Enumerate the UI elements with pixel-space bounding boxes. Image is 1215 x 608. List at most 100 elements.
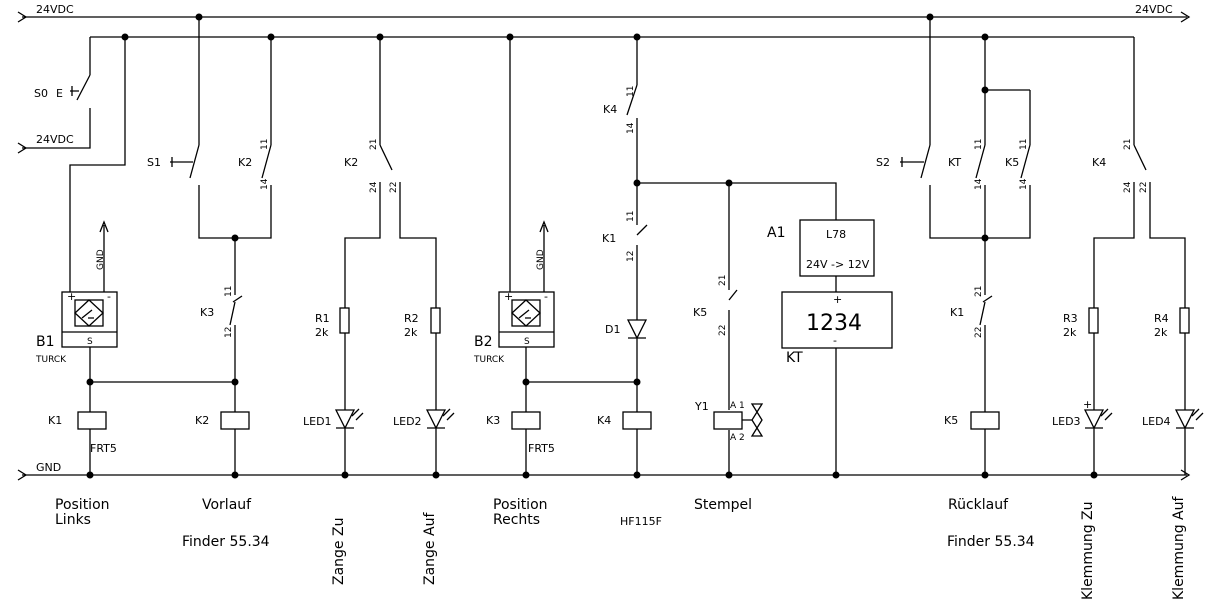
caption-stempel: Stempel: [694, 497, 752, 513]
label-k5-contact: K5: [693, 306, 707, 319]
relay-coil-k5: [970, 411, 1000, 430]
wire-b1-supply: [69, 37, 126, 292]
label-k4-changeover: K4: [1092, 156, 1106, 169]
label-k5-self-hold: K5: [1005, 156, 1019, 169]
pin-y1-a1: A 1: [730, 401, 745, 411]
ground-label: GND: [36, 461, 61, 474]
label-b2-turck: TURCK: [473, 355, 505, 365]
pin-k5-21: 21: [718, 275, 728, 286]
caption-ruecklauf: Rücklauf: [948, 497, 1009, 513]
kt-minus: -: [833, 334, 837, 347]
rail-label-left: 24VDC: [36, 3, 74, 16]
led2-symbol: [425, 333, 447, 475]
pin-k1-12: 12: [626, 251, 636, 262]
value-r2: 2k: [404, 326, 418, 339]
led1-rays: [351, 408, 364, 421]
caption-zange-zu: Zange Zu: [331, 518, 347, 585]
label-r3: R3: [1063, 312, 1078, 325]
ground-rail: [17, 469, 1191, 481]
caption-hf115f: HF115F: [620, 515, 662, 528]
wire-vorlauf: [189, 17, 272, 239]
caption-position-links-2: Links: [55, 512, 91, 528]
label-led1: LED1: [303, 415, 332, 428]
label-k4-contact: K4: [603, 103, 617, 116]
pin-k2-11: 11: [260, 139, 270, 150]
label-y1: Y1: [694, 400, 709, 413]
k1-rueck-blade: [982, 295, 993, 303]
led1-symbol: [334, 333, 356, 475]
led4-rays: [1191, 408, 1204, 421]
label-k4-coil: K4: [597, 414, 611, 427]
pin-k5-11: 11: [1019, 139, 1029, 150]
pin-k5-14: 14: [1019, 178, 1029, 190]
label-k2-contact: K2: [238, 156, 252, 169]
label-a1: A1: [767, 225, 785, 241]
regulator-a1: [799, 219, 875, 277]
label-r4: R4: [1154, 312, 1169, 325]
kt-plus: +: [833, 293, 842, 306]
rail-label-right: 24VDC: [1135, 3, 1173, 16]
relay-coil-k4: [622, 411, 652, 430]
label-r1: R1: [315, 312, 330, 325]
supply-in-label: 24VDC: [36, 133, 74, 146]
pin-k4-21: 21: [1123, 139, 1133, 150]
led3-plus: +: [1083, 398, 1092, 411]
relay-coil-k3: [511, 411, 541, 430]
pin-k5-22: 22: [718, 325, 728, 336]
caption-zange-auf: Zange Auf: [422, 512, 438, 585]
label-kt-contact: KT: [948, 156, 961, 169]
label-k3-contact: K3: [200, 306, 214, 319]
display-value: 1234: [806, 311, 862, 336]
valve-symbol: [742, 403, 764, 437]
b2-plus: +: [504, 290, 513, 303]
wire-b1-out: [89, 347, 235, 412]
pin-k2-21: 21: [369, 139, 379, 150]
label-frt5-a: FRT5: [90, 442, 117, 455]
value-r3: 2k: [1063, 326, 1077, 339]
relay-coil-k2: [220, 411, 250, 430]
caption-finder-b: Finder 55.34: [947, 534, 1035, 550]
caption-vorlauf: Vorlauf: [202, 497, 252, 513]
label-kt: KT: [786, 350, 803, 366]
caption-klemmung-zu: Klemmung Zu: [1080, 501, 1096, 600]
b1-plus: +: [67, 290, 76, 303]
wire-b2-out: [525, 347, 637, 412]
label-l78-conversion: 24V -> 12V: [806, 258, 870, 271]
wire-ruecklauf: [920, 17, 1031, 239]
wire-klemmung: [1093, 37, 1186, 308]
led4-symbol: [1174, 333, 1196, 475]
led2-rays: [442, 408, 455, 421]
pin-k4-11: 11: [626, 86, 636, 97]
b2-s: S: [524, 337, 530, 347]
b1-s: S: [87, 337, 93, 347]
value-r4: 2k: [1154, 326, 1168, 339]
label-k2-changeover: K2: [344, 156, 358, 169]
label-k3-coil: K3: [486, 414, 500, 427]
caption-position-rechts-2: Rechts: [493, 512, 540, 528]
wire-stempel: [728, 183, 738, 475]
label-s2: S2: [876, 156, 890, 169]
diode-d1: [626, 319, 648, 412]
b2-gnd: GND: [536, 249, 546, 270]
counter-display-kt: [781, 291, 893, 349]
led3-rays: [1100, 408, 1113, 421]
label-k1-contact: K1: [602, 232, 616, 245]
label-s0: S0: [34, 87, 48, 100]
pin-k2-24: 24: [369, 181, 379, 193]
switch-s1-actuator: [170, 157, 193, 167]
switch-s0: [70, 37, 91, 125]
label-led3: LED3: [1052, 415, 1081, 428]
resistor-r1: [339, 307, 350, 334]
label-b2: B2: [474, 334, 493, 350]
relay-coil-k1: [77, 411, 107, 430]
label-b1: B1: [36, 334, 55, 350]
b1-minus: -: [107, 290, 111, 303]
pin-k2-14: 14: [260, 178, 270, 190]
supply-input: [17, 125, 91, 154]
switch-s2-actuator: [900, 157, 924, 167]
label-s0-mark: E: [56, 87, 63, 100]
resistor-r4: [1179, 307, 1190, 334]
junction-dots: [86, 13, 1098, 479]
led3-symbol: [1083, 333, 1105, 475]
wire-k3-contact: [229, 238, 236, 412]
